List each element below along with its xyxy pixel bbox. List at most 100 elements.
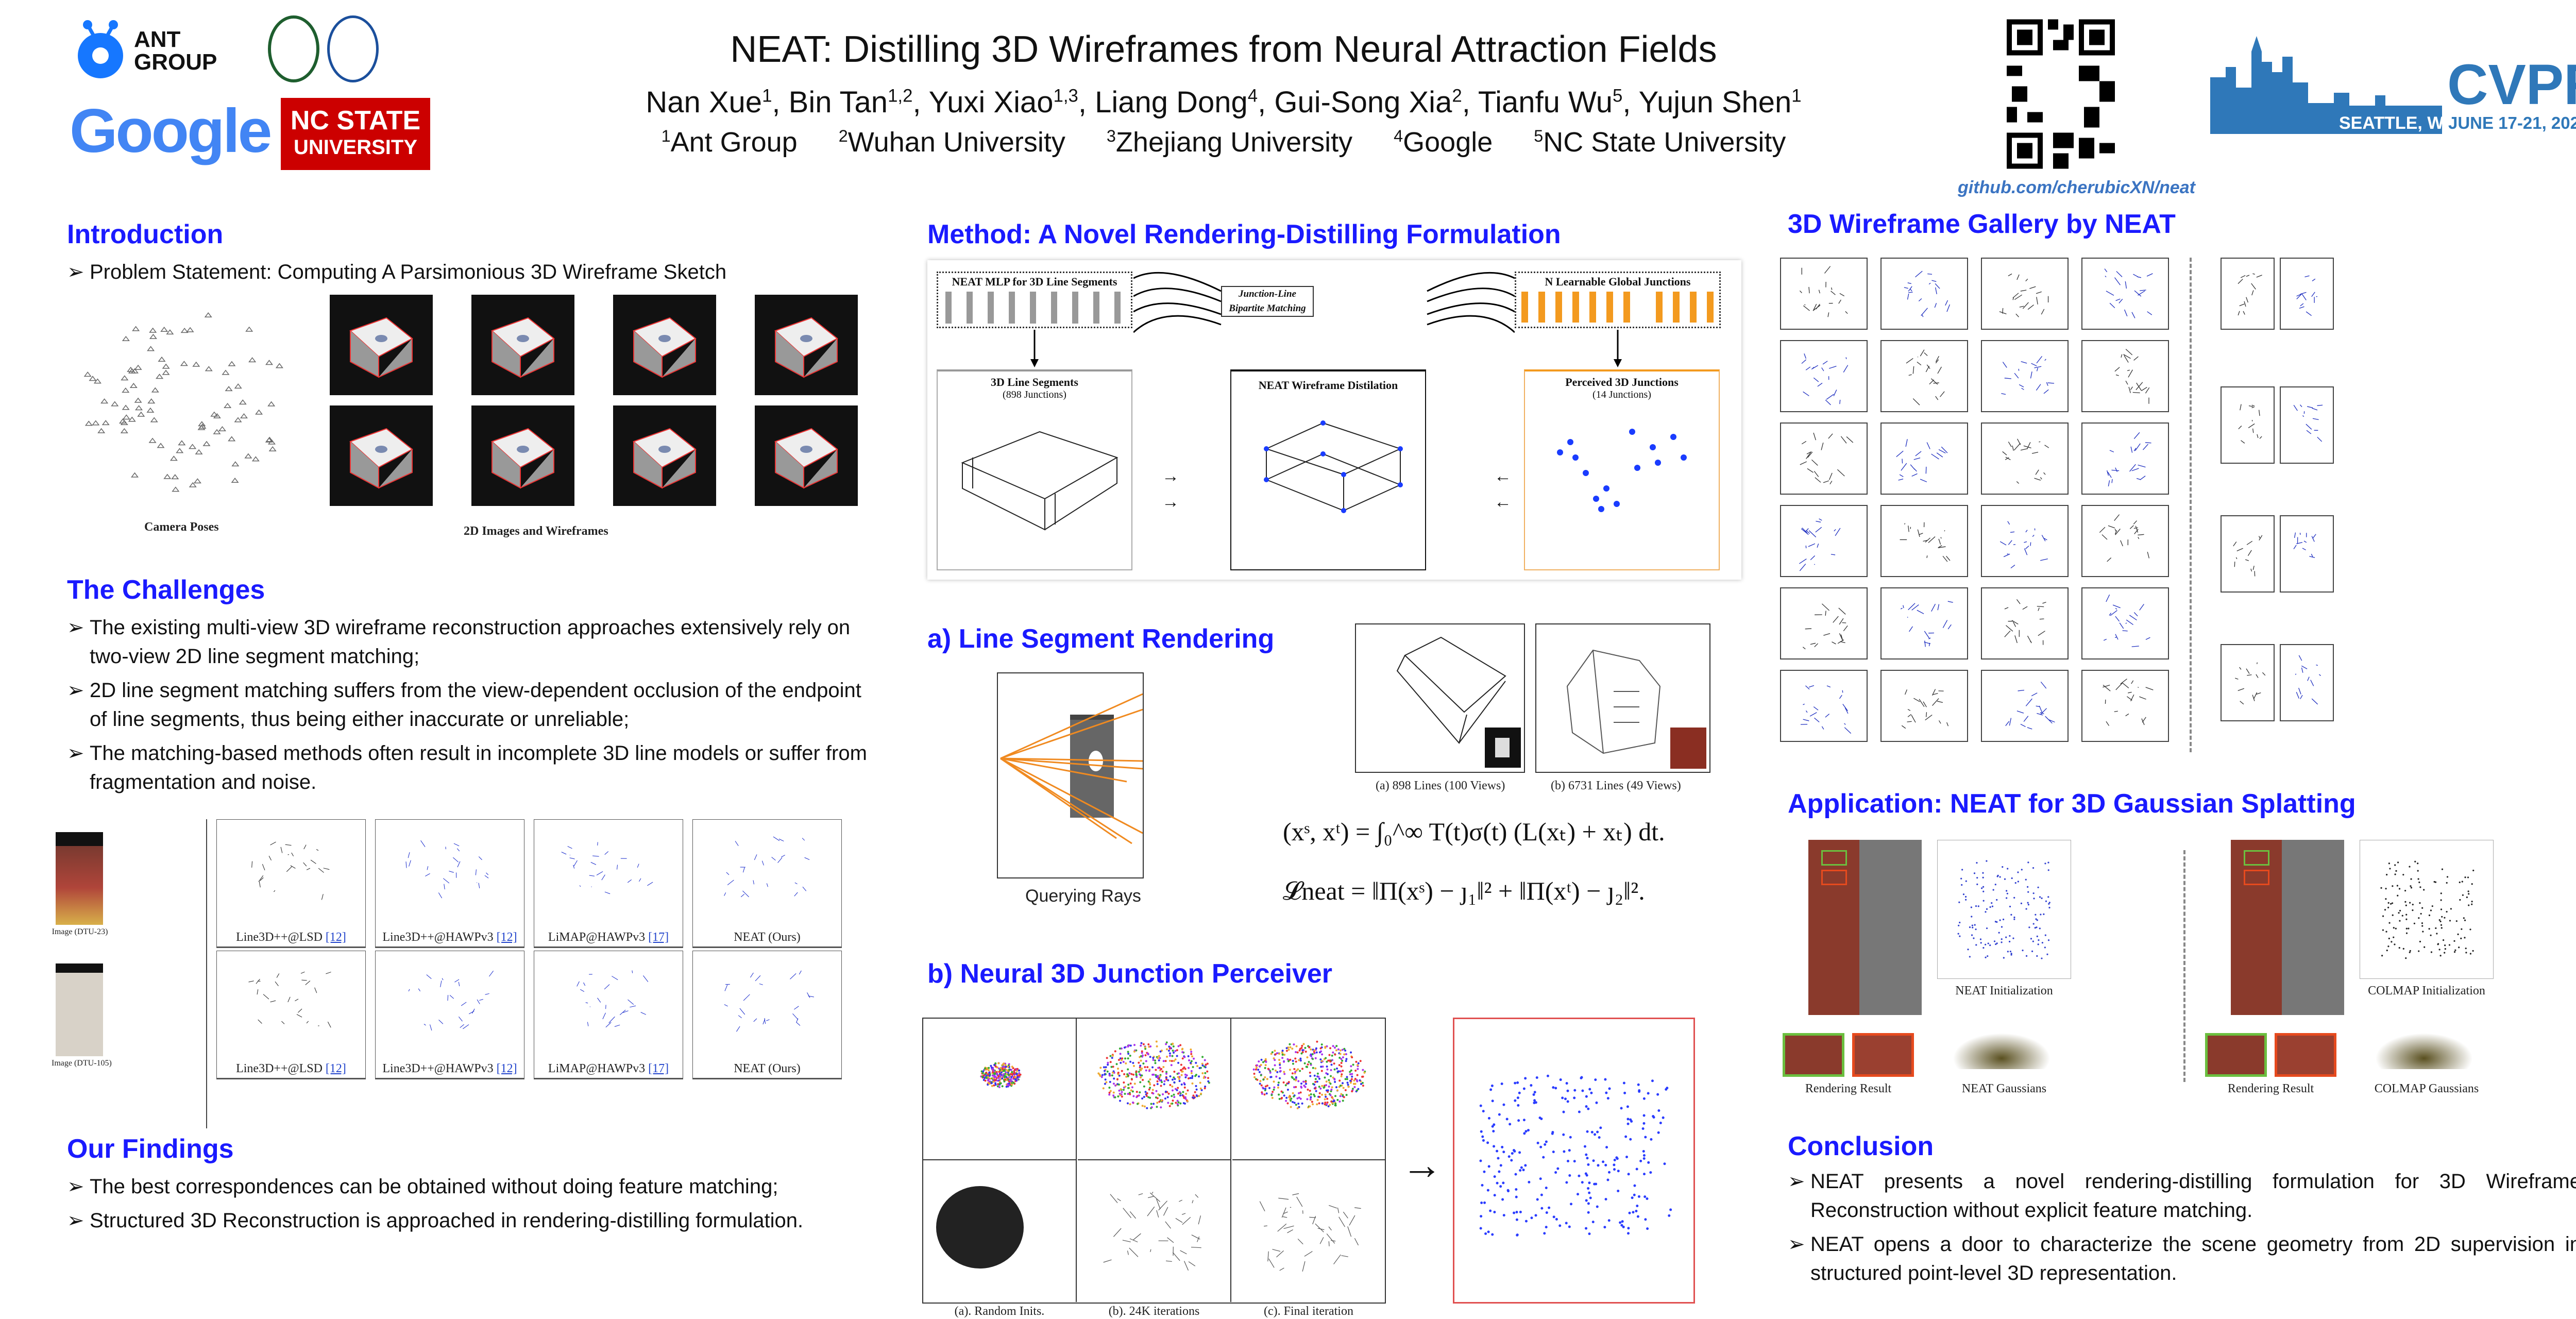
gallery-wireframe bbox=[2238, 404, 2262, 444]
camera-poses-figure bbox=[72, 299, 294, 505]
junction-point bbox=[1312, 1049, 1314, 1051]
wireframe-lines bbox=[1259, 1193, 1361, 1272]
method-caption: Line3D++@LSD [12] bbox=[217, 1062, 365, 1076]
junction-point bbox=[1313, 1074, 1316, 1077]
junction-point bbox=[1351, 1090, 1353, 1093]
junction-point bbox=[1338, 1079, 1341, 1082]
junction-point bbox=[988, 1071, 991, 1074]
junction-point bbox=[1350, 1078, 1353, 1080]
junction-point bbox=[1252, 1068, 1255, 1071]
junction-point bbox=[1341, 1059, 1344, 1062]
gallery-wireframe bbox=[2293, 404, 2323, 442]
junction-point bbox=[1330, 1063, 1333, 1066]
citation-link[interactable]: [17] bbox=[648, 1062, 669, 1075]
final-junction-point bbox=[1639, 1159, 1642, 1162]
junction-point bbox=[1167, 1050, 1170, 1052]
junction-point bbox=[1204, 1087, 1206, 1090]
conclusion-item: NEAT presents a novel rendering-distilli… bbox=[1788, 1167, 2576, 1225]
junction-point bbox=[1159, 1057, 1161, 1059]
junction-point bbox=[1109, 1055, 1112, 1057]
citation-link[interactable]: [12] bbox=[496, 1062, 517, 1075]
affiliation-name: Zhejiang University bbox=[1115, 127, 1353, 158]
final-junction-point bbox=[1548, 1206, 1551, 1209]
junction-point bbox=[1106, 1057, 1108, 1059]
junction-point bbox=[1011, 1071, 1013, 1073]
camera-pose-icon bbox=[176, 448, 184, 453]
junction-point bbox=[1165, 1077, 1167, 1079]
github-link[interactable]: github.com/cherubicXN/neat bbox=[1958, 178, 2195, 197]
findings-list: The best correspondences can be obtained… bbox=[67, 1172, 891, 1240]
junction-point bbox=[1121, 1059, 1123, 1061]
junction-point bbox=[1156, 1097, 1159, 1100]
citation-link[interactable]: [12] bbox=[325, 1062, 346, 1075]
final-junction-point bbox=[1562, 1110, 1565, 1113]
final-junctions-figure bbox=[1453, 1018, 1695, 1304]
junction-point bbox=[1173, 1093, 1175, 1096]
junction-point bbox=[1314, 1078, 1317, 1080]
junction-point bbox=[1101, 1074, 1104, 1076]
junction-point bbox=[1183, 1056, 1186, 1058]
final-junction-point bbox=[1539, 1177, 1542, 1180]
final-junction-point bbox=[1517, 1104, 1520, 1107]
citation-link[interactable]: [12] bbox=[325, 931, 346, 944]
junction-point bbox=[1269, 1076, 1272, 1078]
author-name: Liang Dong bbox=[1095, 86, 1248, 119]
final-junction-point bbox=[1505, 1118, 1509, 1121]
junction-point bbox=[1273, 1086, 1276, 1089]
junction-point bbox=[1119, 1094, 1122, 1096]
junction-point bbox=[1136, 1103, 1139, 1105]
rendering-crop-red bbox=[1852, 1033, 1914, 1077]
junction-point bbox=[1316, 1103, 1318, 1106]
junction-point bbox=[1163, 1083, 1165, 1086]
final-junction-point bbox=[1573, 1160, 1576, 1163]
junction-point bbox=[998, 1071, 1001, 1073]
junction-point bbox=[1356, 1074, 1359, 1076]
junction-point bbox=[1265, 1092, 1268, 1095]
final-junction-point bbox=[1515, 1218, 1518, 1221]
wireframe-result bbox=[405, 840, 489, 899]
junction-point bbox=[1277, 1086, 1279, 1089]
distillation-panel: NEAT Wireframe Distilation bbox=[1230, 369, 1426, 570]
camera-pose-icon bbox=[210, 411, 218, 417]
final-junction-point bbox=[1626, 1122, 1630, 1125]
junction-point bbox=[1350, 1069, 1352, 1072]
junction-point bbox=[1351, 1073, 1353, 1075]
gallery-wireframe bbox=[2004, 599, 2046, 645]
junction-point bbox=[1003, 1066, 1005, 1068]
junction-point bbox=[1287, 1081, 1290, 1084]
arrows-into-distill: →→ bbox=[1162, 467, 1179, 512]
junction-point bbox=[1296, 1097, 1299, 1100]
junction-point bbox=[1203, 1065, 1206, 1068]
final-junction-point bbox=[1491, 1100, 1494, 1103]
qr-code[interactable] bbox=[2007, 18, 2115, 170]
rendering-crop-red bbox=[2275, 1033, 2336, 1077]
junction-point bbox=[1296, 1107, 1299, 1109]
highlight-box-red bbox=[2244, 870, 2269, 885]
junction-point bbox=[1267, 1068, 1269, 1070]
final-junction-point bbox=[1482, 1110, 1485, 1113]
rendering-result-caption: Rendering Result bbox=[1805, 1082, 1892, 1095]
camera-pose-icon bbox=[205, 366, 213, 371]
citation-link[interactable]: [17] bbox=[648, 931, 669, 944]
junction-point bbox=[1275, 1075, 1278, 1078]
junction-point bbox=[1146, 1066, 1149, 1069]
final-junction-point bbox=[1486, 1189, 1489, 1192]
junction-point bbox=[1151, 1089, 1154, 1091]
junction-point bbox=[1351, 1075, 1353, 1078]
junction-point bbox=[989, 1080, 991, 1083]
camera-pose-icon bbox=[251, 456, 260, 462]
junction-point bbox=[1132, 1062, 1134, 1064]
final-junction-point bbox=[1524, 1077, 1527, 1080]
final-junction-point bbox=[1514, 1081, 1517, 1085]
final-junction-point bbox=[1538, 1117, 1541, 1120]
junction-point bbox=[1159, 1079, 1161, 1082]
junction-point bbox=[1295, 1069, 1298, 1072]
junction-point bbox=[1132, 1073, 1134, 1076]
junction-point bbox=[1325, 1095, 1327, 1098]
junction-point bbox=[1300, 1085, 1302, 1088]
junction-point bbox=[1129, 1103, 1131, 1106]
junction-point bbox=[1335, 1049, 1337, 1052]
citation-link[interactable]: [12] bbox=[496, 931, 517, 944]
junction-point bbox=[1283, 1060, 1285, 1063]
affiliation: 4Google bbox=[1394, 127, 1493, 158]
